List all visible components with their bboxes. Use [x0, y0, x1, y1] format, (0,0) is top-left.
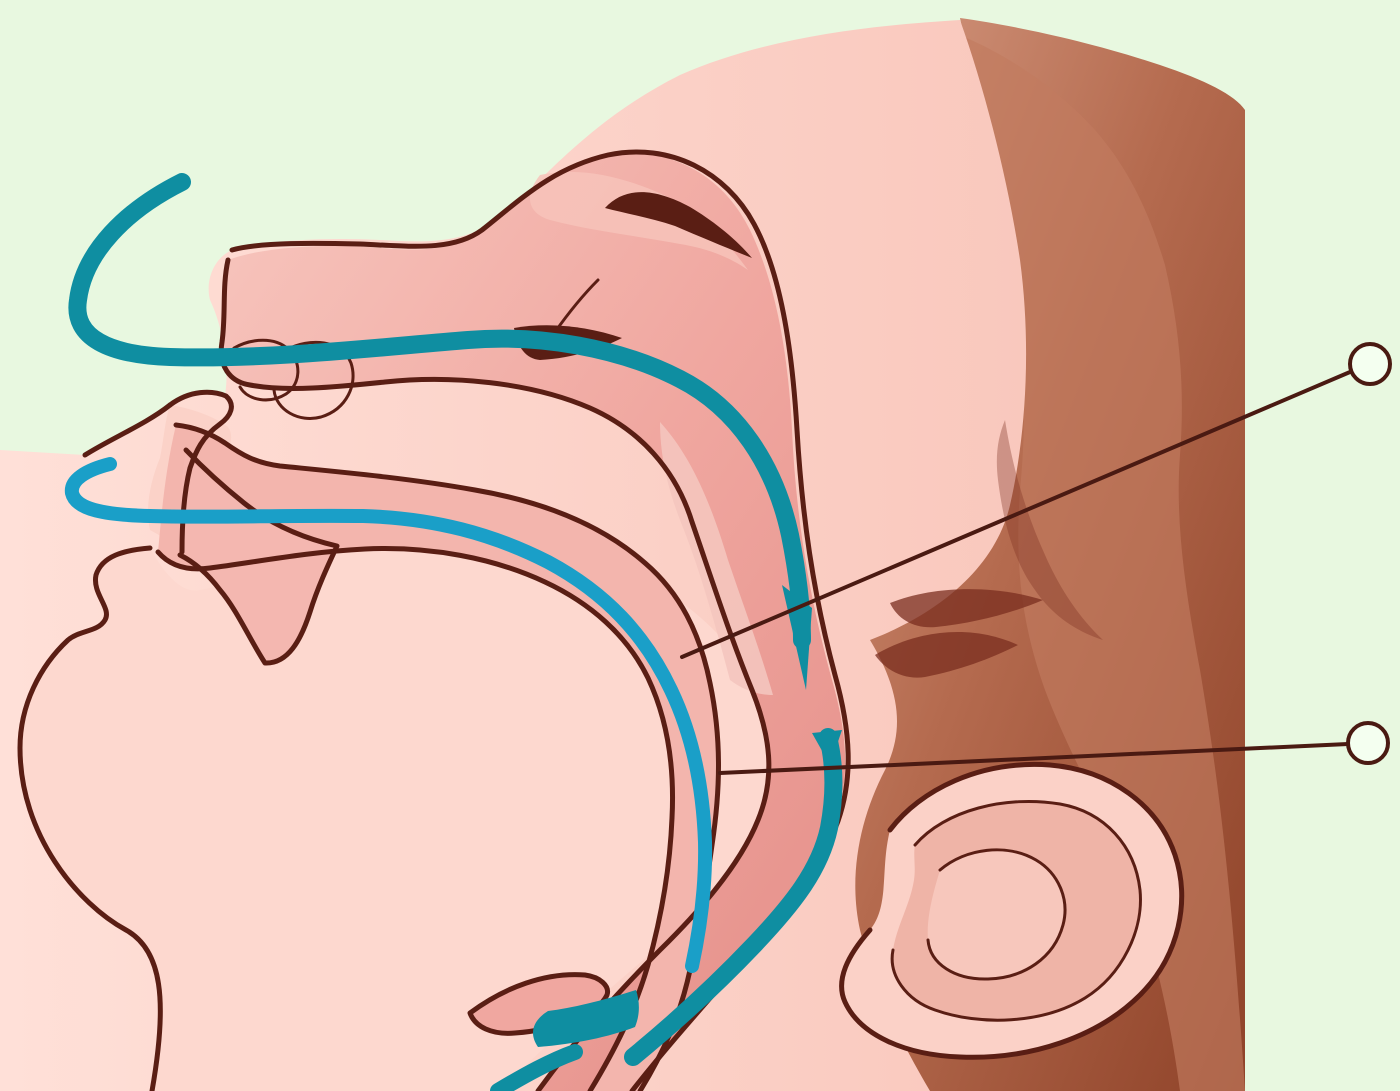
callout-marker-2[interactable] [1348, 723, 1388, 763]
callout-marker-1[interactable] [1350, 344, 1390, 384]
